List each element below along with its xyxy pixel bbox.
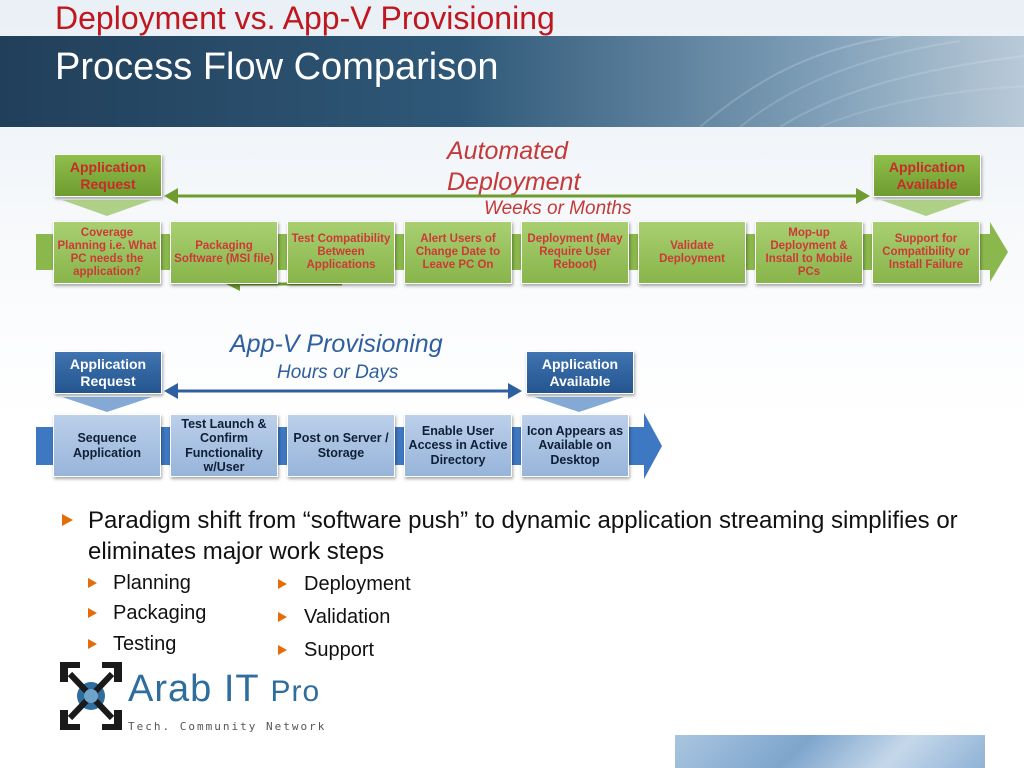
bullet-arrow-icon [88, 639, 97, 649]
slide-title: Deployment vs. App-V Provisioning [55, 0, 555, 36]
bullet-arrow-icon [278, 579, 287, 589]
appv-step-5: Icon Appears as Available on Desktop [521, 414, 629, 477]
appv-duration: Hours or Days [277, 362, 399, 383]
appv-left-arrowhead [164, 383, 178, 399]
automated-start-tag: Application Request [54, 154, 162, 197]
bullet-arrow-icon [88, 578, 97, 588]
logo-tagline: Tech. Community Network [128, 720, 327, 733]
automated-step-8: Support for Compatibility or Install Fai… [872, 221, 980, 284]
automated-end-tag: Application Available [873, 154, 981, 197]
appv-step-4: Enable User Access in Active Directory [404, 414, 512, 477]
automated-title: Automated Deployment [447, 136, 580, 198]
main-bullet-text: Paradigm shift from “software push” to d… [88, 507, 958, 565]
header-swirl-decoration [699, 36, 1024, 127]
appv-end-chevron [534, 397, 624, 412]
bullet-arrow-icon [278, 645, 287, 655]
appv-step-3: Post on Server / Storage [287, 414, 395, 477]
automated-right-arrowhead [856, 188, 870, 204]
appv-start-tag: Application Request [54, 351, 162, 394]
automated-duration: Weeks or Months [484, 198, 632, 219]
logo-name-main: Arab IT [128, 668, 271, 710]
header-band [0, 36, 1024, 127]
automated-step-4: Alert Users of Change Date to Leave PC O… [404, 221, 512, 284]
sub-bullet-validation: Validation [304, 606, 391, 628]
bullet-arrow-icon [88, 608, 97, 618]
bullet-arrow-icon [62, 514, 73, 526]
automated-end-chevron [881, 200, 971, 216]
appv-start-chevron [62, 397, 152, 412]
automated-title-line2: Deployment [447, 168, 581, 196]
sub-bullet-testing: Testing [113, 633, 177, 655]
logo-name-pro: Pro [270, 675, 321, 708]
automated-step-1: Coverage Planning i.e. What PC needs the… [53, 221, 161, 284]
automated-title-line1: Automated [447, 137, 568, 165]
automated-step-2: Packaging Software (MSI file) [170, 221, 278, 284]
automated-step-3: Test Compatibility Between Applications [287, 221, 395, 284]
automated-step-7: Mop-up Deployment & Install to Mobile PC… [755, 221, 863, 284]
automated-start-chevron [62, 200, 152, 216]
appv-step-2: Test Launch & Confirm Functionality w/Us… [170, 414, 278, 477]
sub-bullet-deployment: Deployment [304, 573, 411, 595]
automated-step-5: Deployment (May Require User Reboot) [521, 221, 629, 284]
appv-step-1: Sequence Application [53, 414, 161, 477]
decorative-photo [675, 735, 985, 768]
appv-end-tag: Application Available [526, 351, 634, 394]
sub-bullet-packaging: Packaging [113, 602, 207, 624]
appv-title: App-V Provisioning [230, 330, 443, 358]
sub-bullet-planning: Planning [113, 572, 191, 594]
logo-name: Arab IT Pro [128, 668, 320, 711]
slide-subtitle: Process Flow Comparison [55, 46, 499, 88]
automated-left-arrowhead [164, 188, 178, 204]
appv-right-arrowhead [508, 383, 522, 399]
sub-bullet-support: Support [304, 639, 375, 661]
automated-step-6: Validate Deployment [638, 221, 746, 284]
arab-it-pro-logo-icon [60, 662, 122, 730]
bullet-arrow-icon [278, 612, 287, 622]
